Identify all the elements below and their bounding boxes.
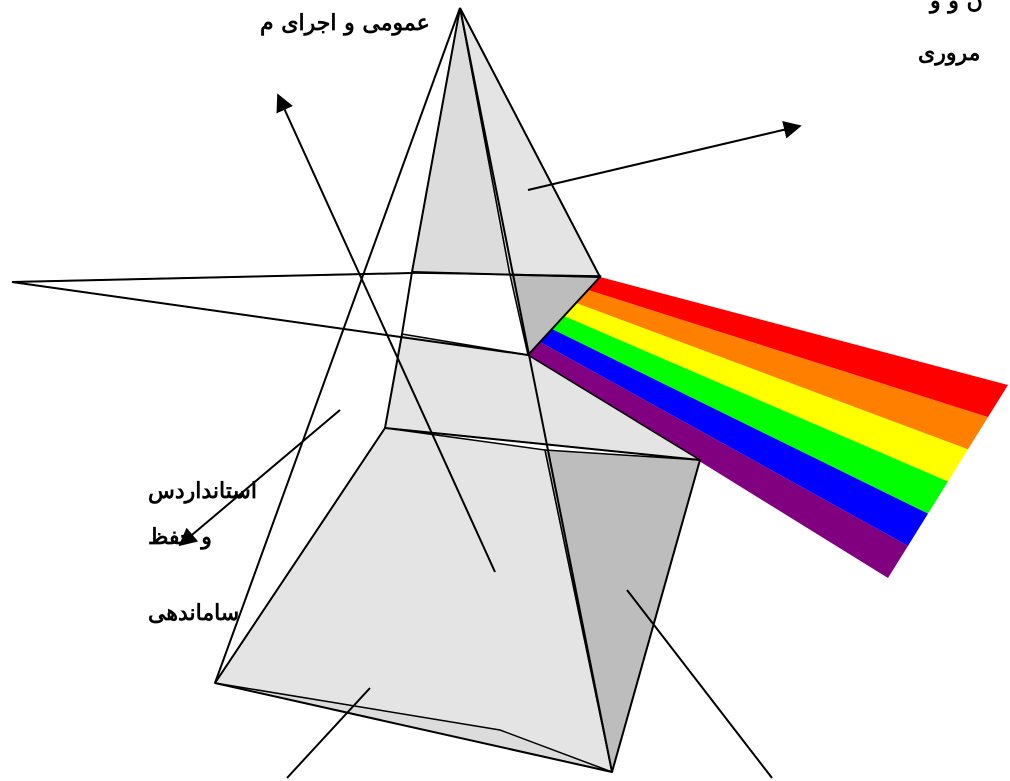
label-left-line2: و حفظ [148,524,212,550]
callout-bottom-right [626,589,773,779]
spectrum-band-violet [528,342,908,578]
label-top-right-line1: ن و و [930,0,983,14]
label-left-line3: ساماندهی [148,600,240,626]
prism-edges [11,7,701,773]
spectrum-band-green [552,316,948,514]
label-top-right-line2: مروری [918,40,981,66]
label-top-left: عمومی و اجرای م [260,10,430,36]
callout-left-down [178,409,341,547]
callout-top-right [527,120,802,191]
light-spectrum [528,277,1008,578]
spectrum-band-yellow [564,303,968,482]
label-left-line1: استانداردس [148,478,257,504]
spectrum-band-red [588,277,1008,418]
callout-lines [178,93,802,779]
callout-bottom-left [286,687,371,779]
callout-center-up [276,93,496,573]
spectrum-band-orange [576,290,988,450]
spectrum-band-blue [540,329,928,546]
